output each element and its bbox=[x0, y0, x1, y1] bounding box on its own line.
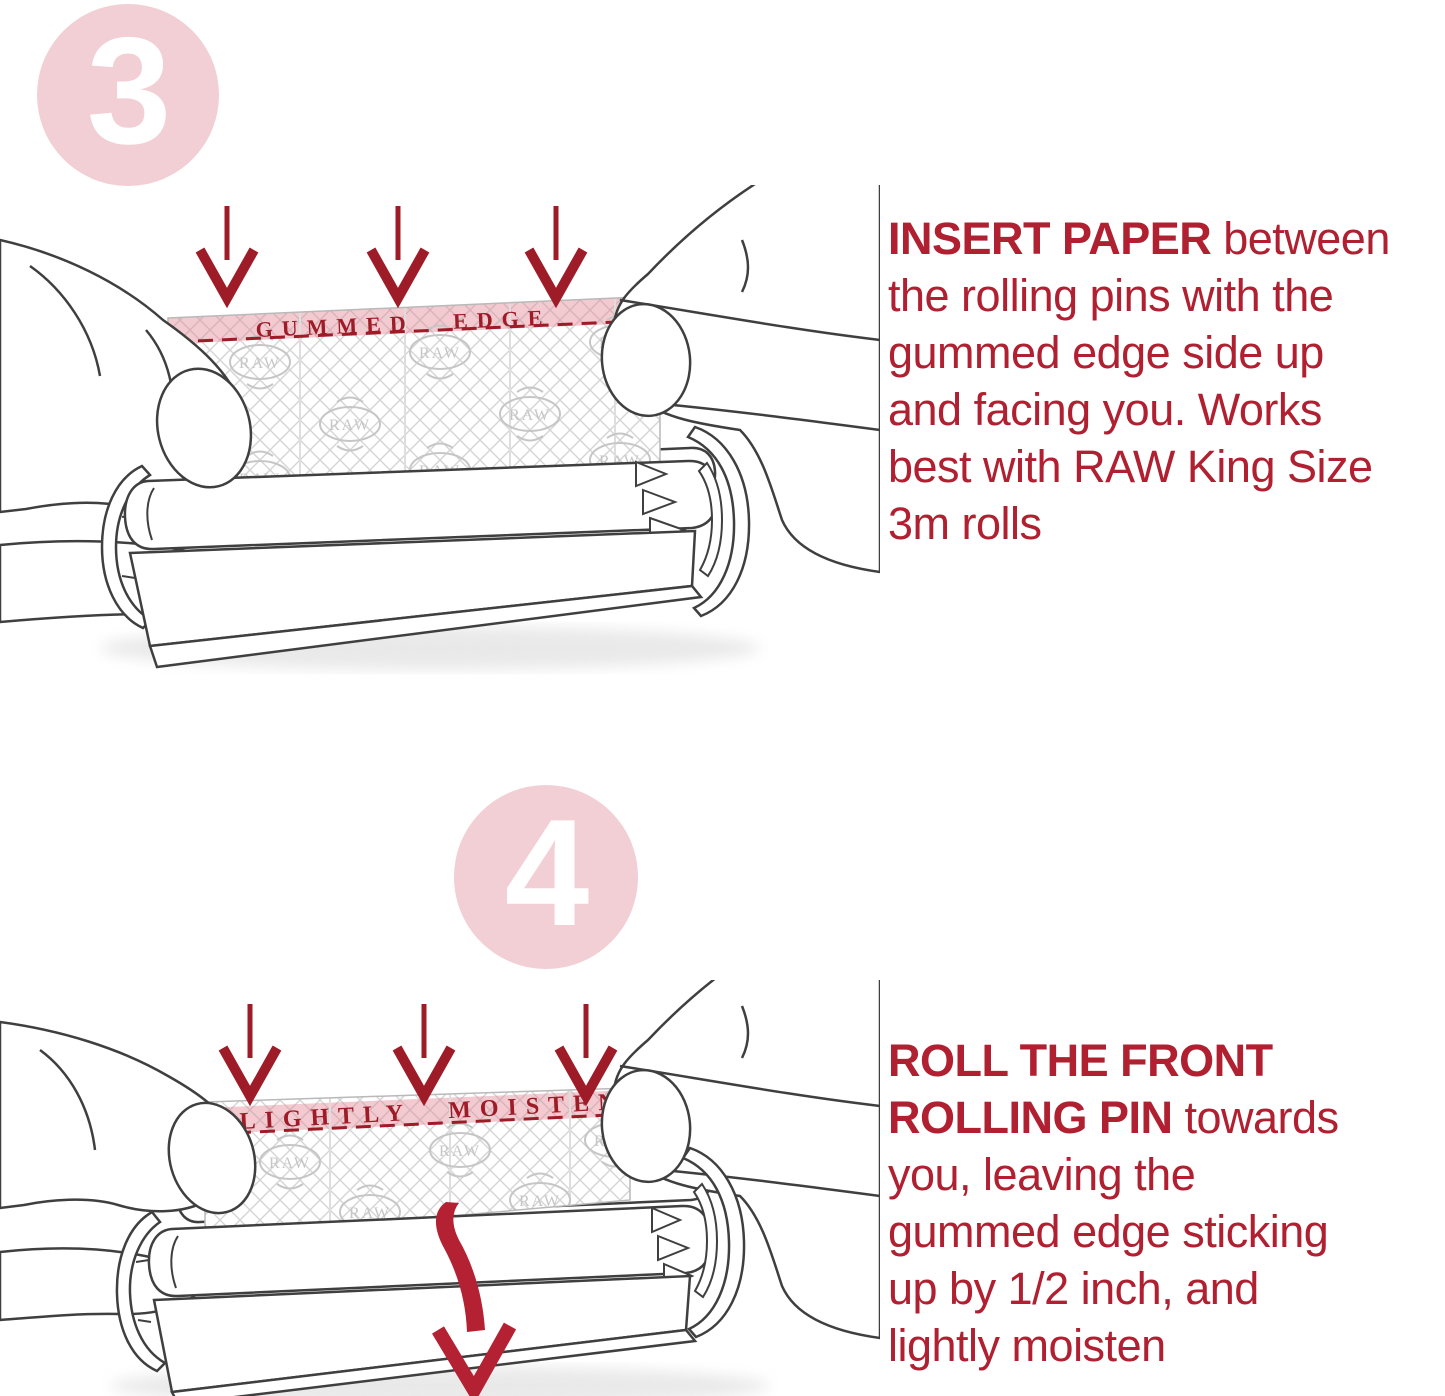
rolling-machine bbox=[100, 425, 751, 669]
step-3-badge: 3 bbox=[37, 4, 219, 186]
step-3-illustration: RAW GUMMED EDGE bbox=[0, 185, 880, 670]
fingertips bbox=[155, 302, 692, 489]
gummed-edge-dashed-line bbox=[173, 318, 661, 344]
step-4-description-lead: ROLL THE FRONT ROLLING PIN bbox=[888, 1035, 1273, 1143]
left-thumb-tip bbox=[155, 367, 253, 489]
step-3-description: INSERT PAPER between the rolling pins wi… bbox=[888, 210, 1445, 552]
right-finger-tip bbox=[600, 1068, 692, 1184]
paper-watermarks bbox=[259, 1090, 630, 1238]
left-thumb-tip bbox=[167, 1101, 257, 1215]
step-3-description-body: between the rolling pins with the gummed… bbox=[888, 213, 1390, 549]
machine-base-lip bbox=[148, 584, 704, 669]
right-end-cap bbox=[681, 1146, 746, 1339]
fingertips bbox=[167, 1068, 692, 1215]
gummed-edge-dashed-line bbox=[211, 1112, 631, 1136]
right-end-cap bbox=[686, 425, 751, 618]
right-finger-tip bbox=[600, 302, 692, 418]
step-4-illustration: RAW LIGHTLY MOISTEN bbox=[0, 980, 880, 1396]
step-4-badge: 4 bbox=[454, 785, 638, 969]
step-3-number: 3 bbox=[86, 6, 172, 176]
step-4-description: ROLL THE FRONT ROLLING PIN towards you, … bbox=[888, 1032, 1445, 1374]
rolling-machine bbox=[115, 1146, 746, 1396]
step-3-description-lead: INSERT PAPER bbox=[888, 213, 1212, 264]
left-end-cap bbox=[115, 1210, 168, 1373]
step-4-number: 4 bbox=[504, 788, 590, 958]
left-end-cap bbox=[100, 464, 154, 630]
machine-base-lip bbox=[170, 1328, 698, 1396]
step-4-description-body: towards you, leaving the gummed edge sti… bbox=[888, 1092, 1339, 1371]
rolling-paper: LIGHTLY MOISTEN bbox=[204, 1087, 631, 1239]
rolling-paper: GUMMED EDGE bbox=[167, 295, 661, 486]
paper-watermarks bbox=[229, 297, 651, 485]
insert-direction-arrows bbox=[195, 206, 588, 309]
moisten-direction-arrows bbox=[218, 1004, 618, 1107]
roll-direction-arrow bbox=[431, 1202, 517, 1396]
